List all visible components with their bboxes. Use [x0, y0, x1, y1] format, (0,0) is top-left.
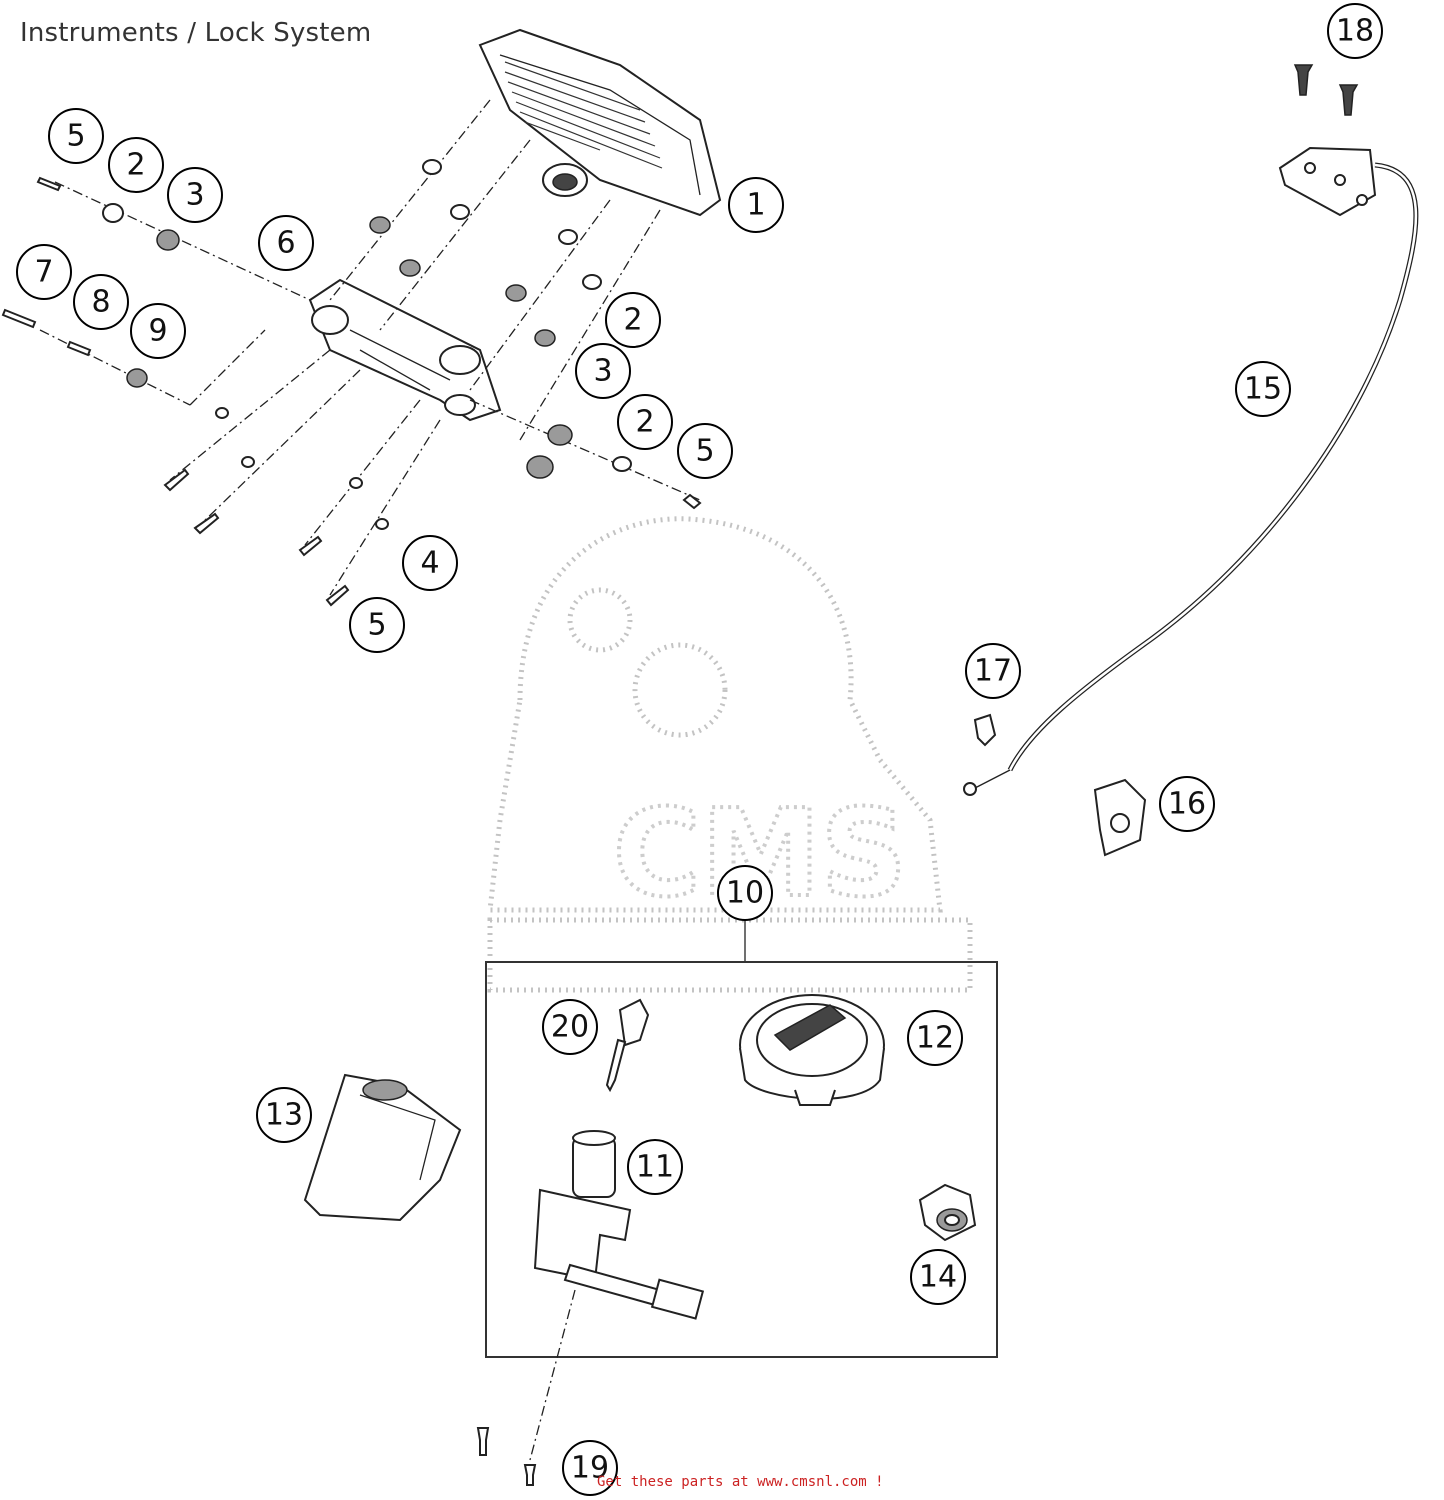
callout-3-b: 3 [575, 343, 631, 399]
callout-3-a: 3 [167, 167, 223, 223]
grommets [102, 159, 632, 479]
callout-label: 15 [1244, 372, 1282, 407]
callout-label: 18 [1336, 14, 1374, 49]
callout-12: 12 [907, 1010, 963, 1066]
callout-18: 18 [1327, 3, 1383, 59]
callout-19: 19 [562, 1440, 618, 1496]
callout-1: 1 [728, 177, 784, 233]
callout-15: 15 [1235, 361, 1291, 417]
callout-label: 7 [34, 255, 53, 290]
callout-label: 2 [635, 405, 654, 440]
leader-lines-top [39, 99, 701, 596]
mounting-bracket [308, 278, 502, 422]
callout-label: 3 [185, 178, 204, 213]
page-title: Instruments / Lock System [20, 18, 372, 48]
callout-16: 16 [1159, 776, 1215, 832]
callout-14: 14 [910, 1249, 966, 1305]
lock-cover [303, 1073, 462, 1222]
callout-label: 12 [916, 1021, 954, 1056]
callout-label: 19 [571, 1451, 609, 1486]
callout-label: 4 [420, 546, 439, 581]
callout-label: 5 [695, 434, 714, 469]
callout-5-c: 5 [349, 597, 405, 653]
fuel-tank-cap [739, 994, 885, 1106]
lock-set-frame [485, 961, 998, 1358]
callout-7: 7 [16, 244, 72, 300]
callout-label: 20 [551, 1010, 589, 1045]
callout-label: 8 [91, 285, 110, 320]
callout-label: 3 [593, 354, 612, 389]
watermark-logo: CMS [487, 516, 973, 993]
callout-13: 13 [256, 1087, 312, 1143]
callout-label: 14 [919, 1260, 957, 1295]
callout-9: 9 [130, 303, 186, 359]
callout-label: 17 [974, 654, 1012, 689]
callout-8: 8 [73, 274, 129, 330]
screws-bottom [476, 1427, 537, 1486]
cable-assembly [963, 64, 1419, 857]
key [605, 998, 650, 1093]
callout-label: 2 [623, 303, 642, 338]
callout-label: 13 [265, 1098, 303, 1133]
callout-label: 9 [148, 314, 167, 349]
callout-5-b: 5 [677, 423, 733, 479]
callout-17: 17 [965, 643, 1021, 699]
callout-2-a: 2 [108, 137, 164, 193]
callout-6: 6 [258, 215, 314, 271]
callout-20: 20 [542, 999, 598, 1055]
footer-link[interactable]: Get these parts at www.cmsnl.com ! [597, 1474, 884, 1490]
screws [1, 176, 702, 607]
callout-label: 16 [1168, 787, 1206, 822]
callout-2-c: 2 [617, 394, 673, 450]
callout-label: 11 [636, 1150, 674, 1185]
callout-10: 10 [717, 865, 773, 921]
ignition-lock [529, 1130, 705, 1461]
callout-label: 1 [746, 188, 765, 223]
callout-4: 4 [402, 535, 458, 591]
callout-label: 10 [726, 876, 764, 911]
callout-2-b: 2 [605, 292, 661, 348]
instrument-cluster [478, 28, 722, 217]
callout-label: 5 [66, 119, 85, 154]
callout-label: 5 [367, 608, 386, 643]
bushing [918, 1183, 977, 1242]
callout-label: 6 [276, 226, 295, 261]
callout-11: 11 [627, 1139, 683, 1195]
callout-5-a: 5 [48, 108, 104, 164]
callout-label: 2 [126, 148, 145, 183]
